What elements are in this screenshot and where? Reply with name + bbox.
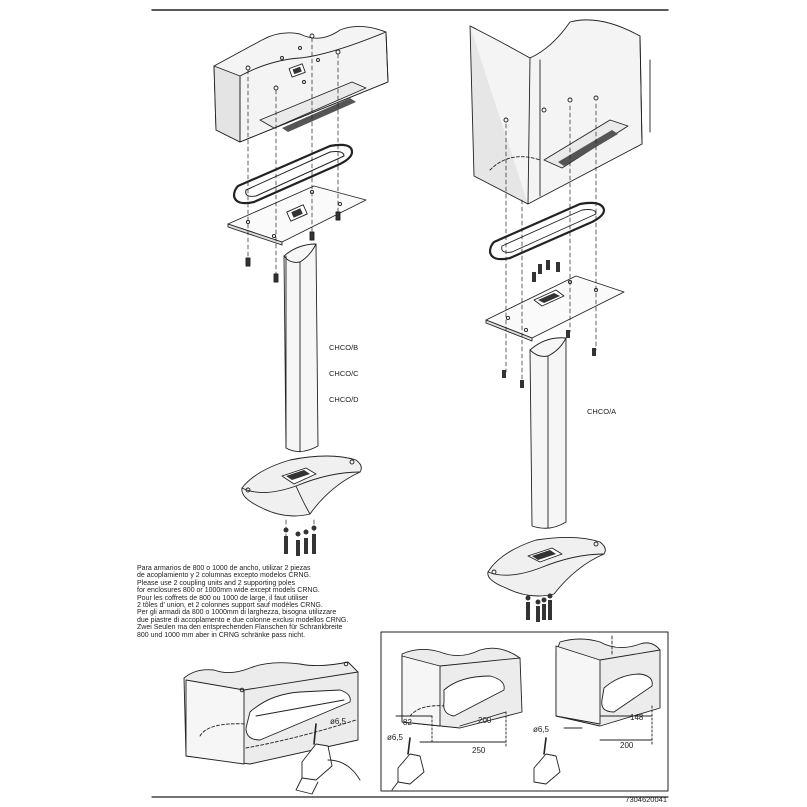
dim-drill-left: ø6,5 xyxy=(330,717,347,726)
dim-82: 82 xyxy=(403,718,412,727)
instructions: Para armarios de 800 o 1000 de ancho, ut… xyxy=(137,565,349,639)
left-assembly xyxy=(213,26,389,556)
dim-200-mid: 200 xyxy=(478,716,492,725)
dim-250: 250 xyxy=(472,746,486,755)
dim-148: 148 xyxy=(630,713,644,722)
dim-200-right: 200 xyxy=(620,741,634,750)
detail-frame xyxy=(380,631,669,792)
drill-detail-right xyxy=(533,635,661,785)
drill-detail-left xyxy=(183,661,361,795)
drill-detail-mid xyxy=(391,647,523,791)
right-assembly xyxy=(469,19,651,622)
model-label-right: CHCO/A xyxy=(587,407,617,416)
model-label-left: CHCO/B CHCO/C CHCO/D xyxy=(329,343,359,404)
dim-drill-right: ø6,5 xyxy=(533,725,550,734)
dim-drill-mid: ø6,5 xyxy=(387,733,404,742)
document-number: 7304620041 xyxy=(625,795,667,804)
